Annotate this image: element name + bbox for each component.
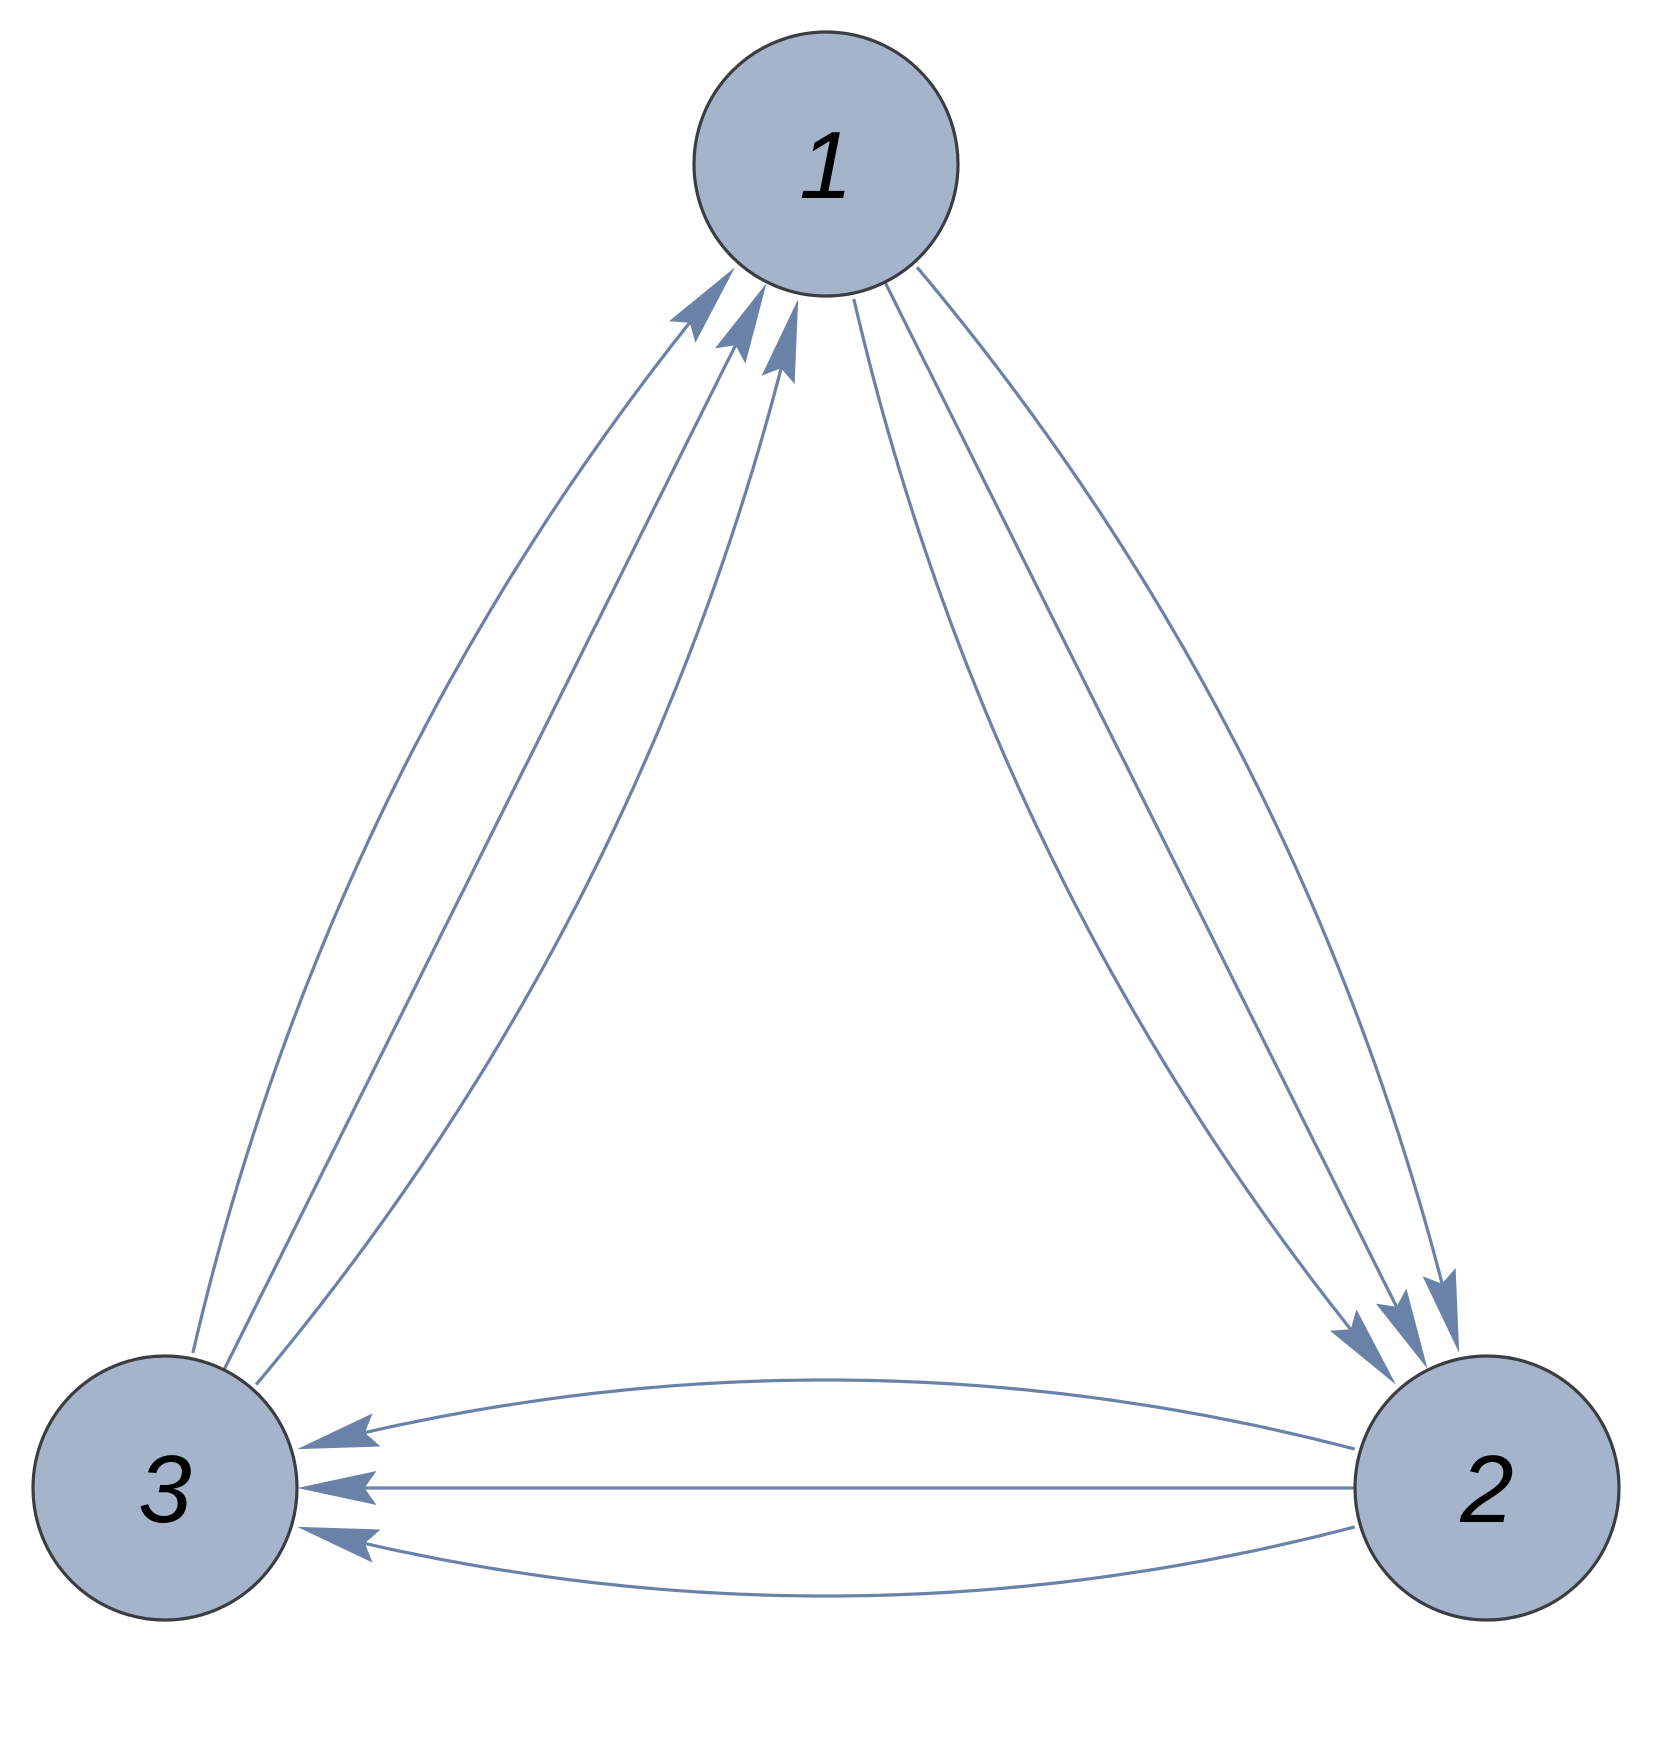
arrowhead-3-to-1-6 <box>761 299 799 384</box>
node-3: 3 <box>31 1354 299 1622</box>
nodes-layer: 1 2 3 <box>31 30 1621 1622</box>
edge-2-to-3-5 <box>343 1525 1356 1598</box>
arrowhead-1-to-2-0 <box>1330 1309 1396 1385</box>
node-2-label: 2 <box>1459 1436 1513 1543</box>
arrowhead-3-to-1-7 <box>714 283 767 364</box>
arrowhead-2-to-3-5 <box>297 1526 381 1563</box>
node-2-circle <box>1353 1354 1621 1622</box>
arrowhead-1-to-2-2 <box>1422 1268 1460 1353</box>
node-3-label: 3 <box>138 1436 191 1543</box>
arrowhead-2-to-3-3 <box>297 1413 381 1450</box>
node-1-label: 1 <box>799 112 852 219</box>
arrowhead-2-to-3-4 <box>297 1471 377 1505</box>
edge-1-to-2-2 <box>915 266 1451 1310</box>
edge-3-to-1-7 <box>223 322 749 1370</box>
node-2: 2 <box>1353 1354 1621 1622</box>
arrowhead-1-to-2-1 <box>1375 1288 1428 1369</box>
edge-1-to-2-0 <box>852 298 1369 1351</box>
edge-1-to-2-1 <box>884 282 1410 1330</box>
edges-layer <box>191 266 1460 1598</box>
node-1: 1 <box>692 30 960 298</box>
node-3-circle <box>31 1354 299 1622</box>
arrowhead-3-to-1-8 <box>669 267 735 343</box>
edge-2-to-3-3 <box>343 1378 1356 1451</box>
node-1-circle <box>692 30 960 298</box>
edge-3-to-1-6 <box>254 342 790 1386</box>
edge-3-to-1-8 <box>191 301 708 1354</box>
